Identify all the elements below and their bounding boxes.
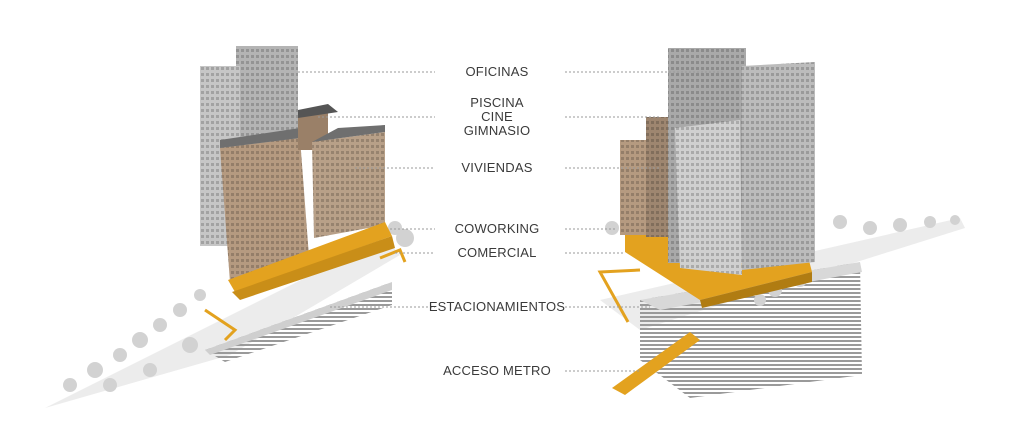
left-access-path (204, 308, 238, 342)
label-acceso-metro: ACCESO METRO (443, 363, 551, 378)
right-access-path (597, 268, 641, 323)
label-gimnasio: GIMNASIO (463, 123, 531, 138)
label-piscina: PISCINA (470, 95, 524, 110)
label-estacionamientos: ESTACIONAMIENTOS (428, 299, 566, 314)
label-cine: CINE (481, 109, 513, 124)
right-model (597, 48, 965, 398)
label-oficinas: OFICINAS (465, 64, 529, 79)
left-coworking-podium (228, 222, 392, 292)
label-viviendas: VIVIENDAS (461, 160, 533, 175)
left-model (45, 46, 414, 408)
left-trees (63, 221, 414, 392)
metro-access-ramp (612, 332, 700, 395)
label-coworking: COWORKING (454, 221, 540, 236)
left-commercial-podium (232, 236, 395, 300)
label-comercial: COMERCIAL (457, 245, 537, 260)
leader-lines (298, 71, 725, 372)
